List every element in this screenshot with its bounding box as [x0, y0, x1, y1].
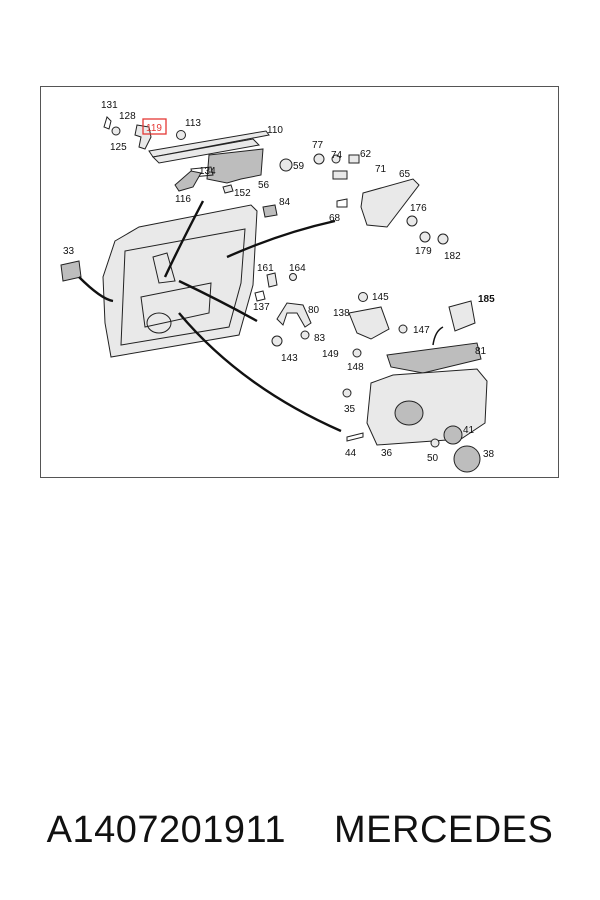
clip-68: [336, 198, 348, 208]
screw-35: [342, 388, 352, 398]
callout-147: 147: [413, 325, 430, 336]
clip-50: [430, 438, 440, 448]
parts-diagram-svg: 131 128 119 113 110 125 77 74 62 71 59 1…: [60, 100, 495, 473]
bracket-119: [134, 124, 152, 150]
nut-113: [176, 130, 186, 140]
callout-182: 182: [444, 251, 461, 262]
pull-handle-80: [276, 302, 312, 328]
callout-84: 84: [279, 197, 291, 208]
screw-143: [271, 335, 283, 347]
callout-80: 80: [308, 305, 320, 316]
clip-152: [222, 184, 234, 194]
screw-147: [398, 324, 408, 334]
leader-81: [432, 326, 444, 346]
clip-137: [254, 290, 266, 302]
trim-strip-110-lower: [151, 138, 261, 164]
cover-185: [448, 300, 476, 332]
nut-145: [358, 292, 368, 302]
callout-50: 50: [427, 453, 439, 464]
callout-83: 83: [314, 333, 326, 344]
callout-145: 145: [372, 292, 389, 303]
door-panel-handle-recess: [152, 252, 176, 284]
brand-name: MERCEDES: [334, 808, 554, 851]
screw-164: [289, 273, 297, 281]
callout-134: 134: [199, 166, 216, 177]
door-panel-pocket: [140, 282, 212, 328]
callout-110: 110: [267, 125, 283, 136]
callout-44: 44: [345, 448, 357, 459]
callout-179: 179: [415, 246, 432, 257]
callout-152: 152: [234, 188, 251, 199]
cap-182: [437, 233, 449, 245]
exploded-parts-diagram: 131 128 119 113 110 125 77 74 62 71 59 1…: [40, 86, 559, 478]
callout-185: 185: [478, 294, 495, 305]
handle-insert-116: [174, 170, 202, 192]
callout-148: 148: [347, 362, 364, 373]
callout-149: 149: [322, 349, 339, 360]
nut-74: [331, 154, 341, 164]
callout-74: 74: [331, 150, 343, 161]
leader-36: [178, 312, 342, 433]
callout-38: 38: [483, 449, 495, 460]
callout-176: 176: [410, 203, 427, 214]
switch-84: [262, 204, 278, 218]
trim-strip-110: [148, 130, 270, 158]
nut-83: [300, 330, 310, 340]
callout-36: 36: [381, 448, 393, 459]
leader-80: [178, 279, 258, 323]
leader-116: [163, 200, 205, 278]
callout-161: 161: [257, 263, 274, 274]
speaker-grille-38: [453, 445, 481, 473]
callout-59: 59: [293, 161, 305, 172]
callout-164: 164: [289, 263, 306, 274]
callout-77: 77: [312, 140, 324, 151]
clip-128: [111, 126, 121, 136]
armrest-65: [360, 178, 420, 228]
part-caption: A1407201911 MERCEDES: [0, 800, 600, 860]
callout-62: 62: [360, 149, 372, 160]
bracket-138: [348, 306, 390, 340]
cap-77: [313, 153, 325, 165]
callout-128: 128: [119, 111, 136, 122]
bracket-56: [206, 148, 264, 184]
door-panel-speaker-ring: [146, 312, 172, 334]
leader-33: [78, 276, 114, 303]
clip-131: [103, 116, 112, 130]
clip-44: [346, 432, 364, 442]
clip-148: [352, 348, 362, 358]
lower-panel-36: [366, 368, 488, 446]
screw-59: [279, 158, 293, 172]
callout-137: 137: [253, 302, 270, 313]
callout-56: 56: [258, 180, 270, 191]
speaker-41: [443, 425, 463, 445]
callout-41: 41: [463, 425, 475, 436]
callout-68: 68: [329, 213, 341, 224]
callout-119-highlight: [142, 118, 167, 135]
clip-71: [332, 170, 348, 180]
callout-113: 113: [185, 118, 201, 129]
callout-131: 131: [101, 100, 118, 111]
callout-143: 143: [281, 353, 298, 364]
screw-62: [348, 154, 360, 164]
callout-65: 65: [399, 169, 411, 180]
callout-81: 81: [475, 346, 487, 357]
armrest-trim-81: [386, 342, 482, 374]
speaker-grille-lower: [394, 400, 424, 426]
leader-68: [226, 219, 336, 259]
bracket-161: [266, 272, 278, 288]
cap-176: [406, 215, 418, 227]
callout-125: 125: [110, 142, 127, 153]
cap-179: [419, 231, 431, 243]
callout-138: 138: [333, 308, 350, 319]
callout-71: 71: [375, 164, 387, 175]
callout-116: 116: [175, 194, 191, 205]
part-number: A1407201911: [46, 808, 286, 851]
callout-35: 35: [344, 404, 356, 415]
callout-119: 119: [146, 123, 162, 134]
mirror-cover-33: [60, 260, 82, 282]
callout-33: 33: [63, 246, 75, 257]
door-panel-inner-line: [120, 228, 246, 346]
